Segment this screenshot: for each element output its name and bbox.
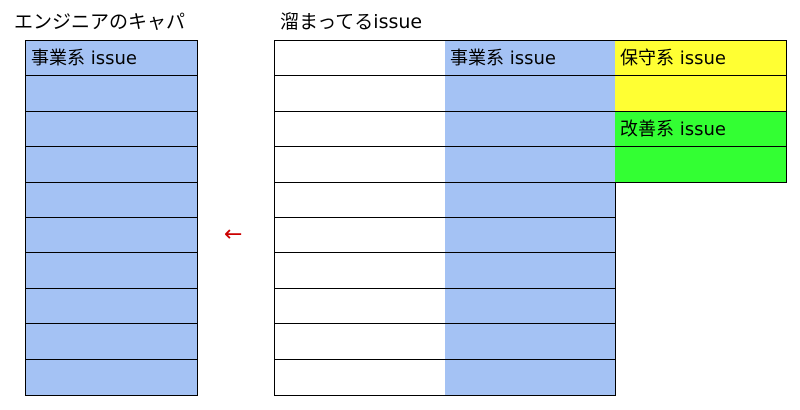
issue-cell bbox=[445, 111, 615, 148]
backlog-blank-column bbox=[274, 40, 446, 396]
issue-cell bbox=[26, 253, 197, 289]
issue-cell bbox=[26, 359, 197, 396]
issue-cell bbox=[445, 324, 615, 360]
capacity-heading: エンジニアのキャパ bbox=[14, 11, 186, 33]
issue-cell bbox=[445, 182, 615, 219]
issue-cell bbox=[26, 324, 197, 360]
issue-cell: 事業系 issue bbox=[445, 41, 615, 77]
issue-cell bbox=[275, 111, 445, 148]
left-arrow-icon: ← bbox=[224, 222, 243, 247]
issue-cell bbox=[275, 324, 445, 360]
issue-cell bbox=[26, 76, 197, 112]
issue-cell bbox=[275, 218, 445, 254]
issue-cell bbox=[275, 147, 445, 183]
issue-cell bbox=[445, 147, 615, 183]
issue-cell bbox=[275, 41, 445, 77]
issue-cell bbox=[445, 288, 615, 325]
issue-cell bbox=[26, 182, 197, 219]
issue-cell bbox=[445, 359, 615, 396]
issue-cell bbox=[26, 147, 197, 183]
backlog-maintenance-improvement-column: 保守系 issue 改善系 issue bbox=[615, 40, 787, 183]
issue-cell bbox=[445, 253, 615, 289]
capacity-column: 事業系 issue bbox=[25, 40, 198, 396]
issue-cell: 改善系 issue bbox=[615, 111, 786, 147]
issue-cell bbox=[445, 76, 615, 112]
issue-cell bbox=[275, 182, 445, 219]
issue-cell bbox=[26, 288, 197, 325]
issue-cell bbox=[275, 253, 445, 289]
issue-cell: 事業系 issue bbox=[26, 41, 197, 77]
issue-cell bbox=[615, 146, 786, 182]
backlog-business-column: 事業系 issue bbox=[445, 40, 616, 396]
issue-cell bbox=[445, 218, 615, 254]
issue-cell bbox=[275, 288, 445, 325]
issue-cell bbox=[275, 359, 445, 396]
issue-cell: 保守系 issue bbox=[615, 41, 786, 77]
issue-cell bbox=[275, 76, 445, 112]
issue-cell bbox=[615, 76, 786, 112]
backlog-heading: 溜まってるissue bbox=[280, 11, 423, 33]
issue-cell bbox=[26, 218, 197, 254]
issue-cell bbox=[26, 111, 197, 148]
